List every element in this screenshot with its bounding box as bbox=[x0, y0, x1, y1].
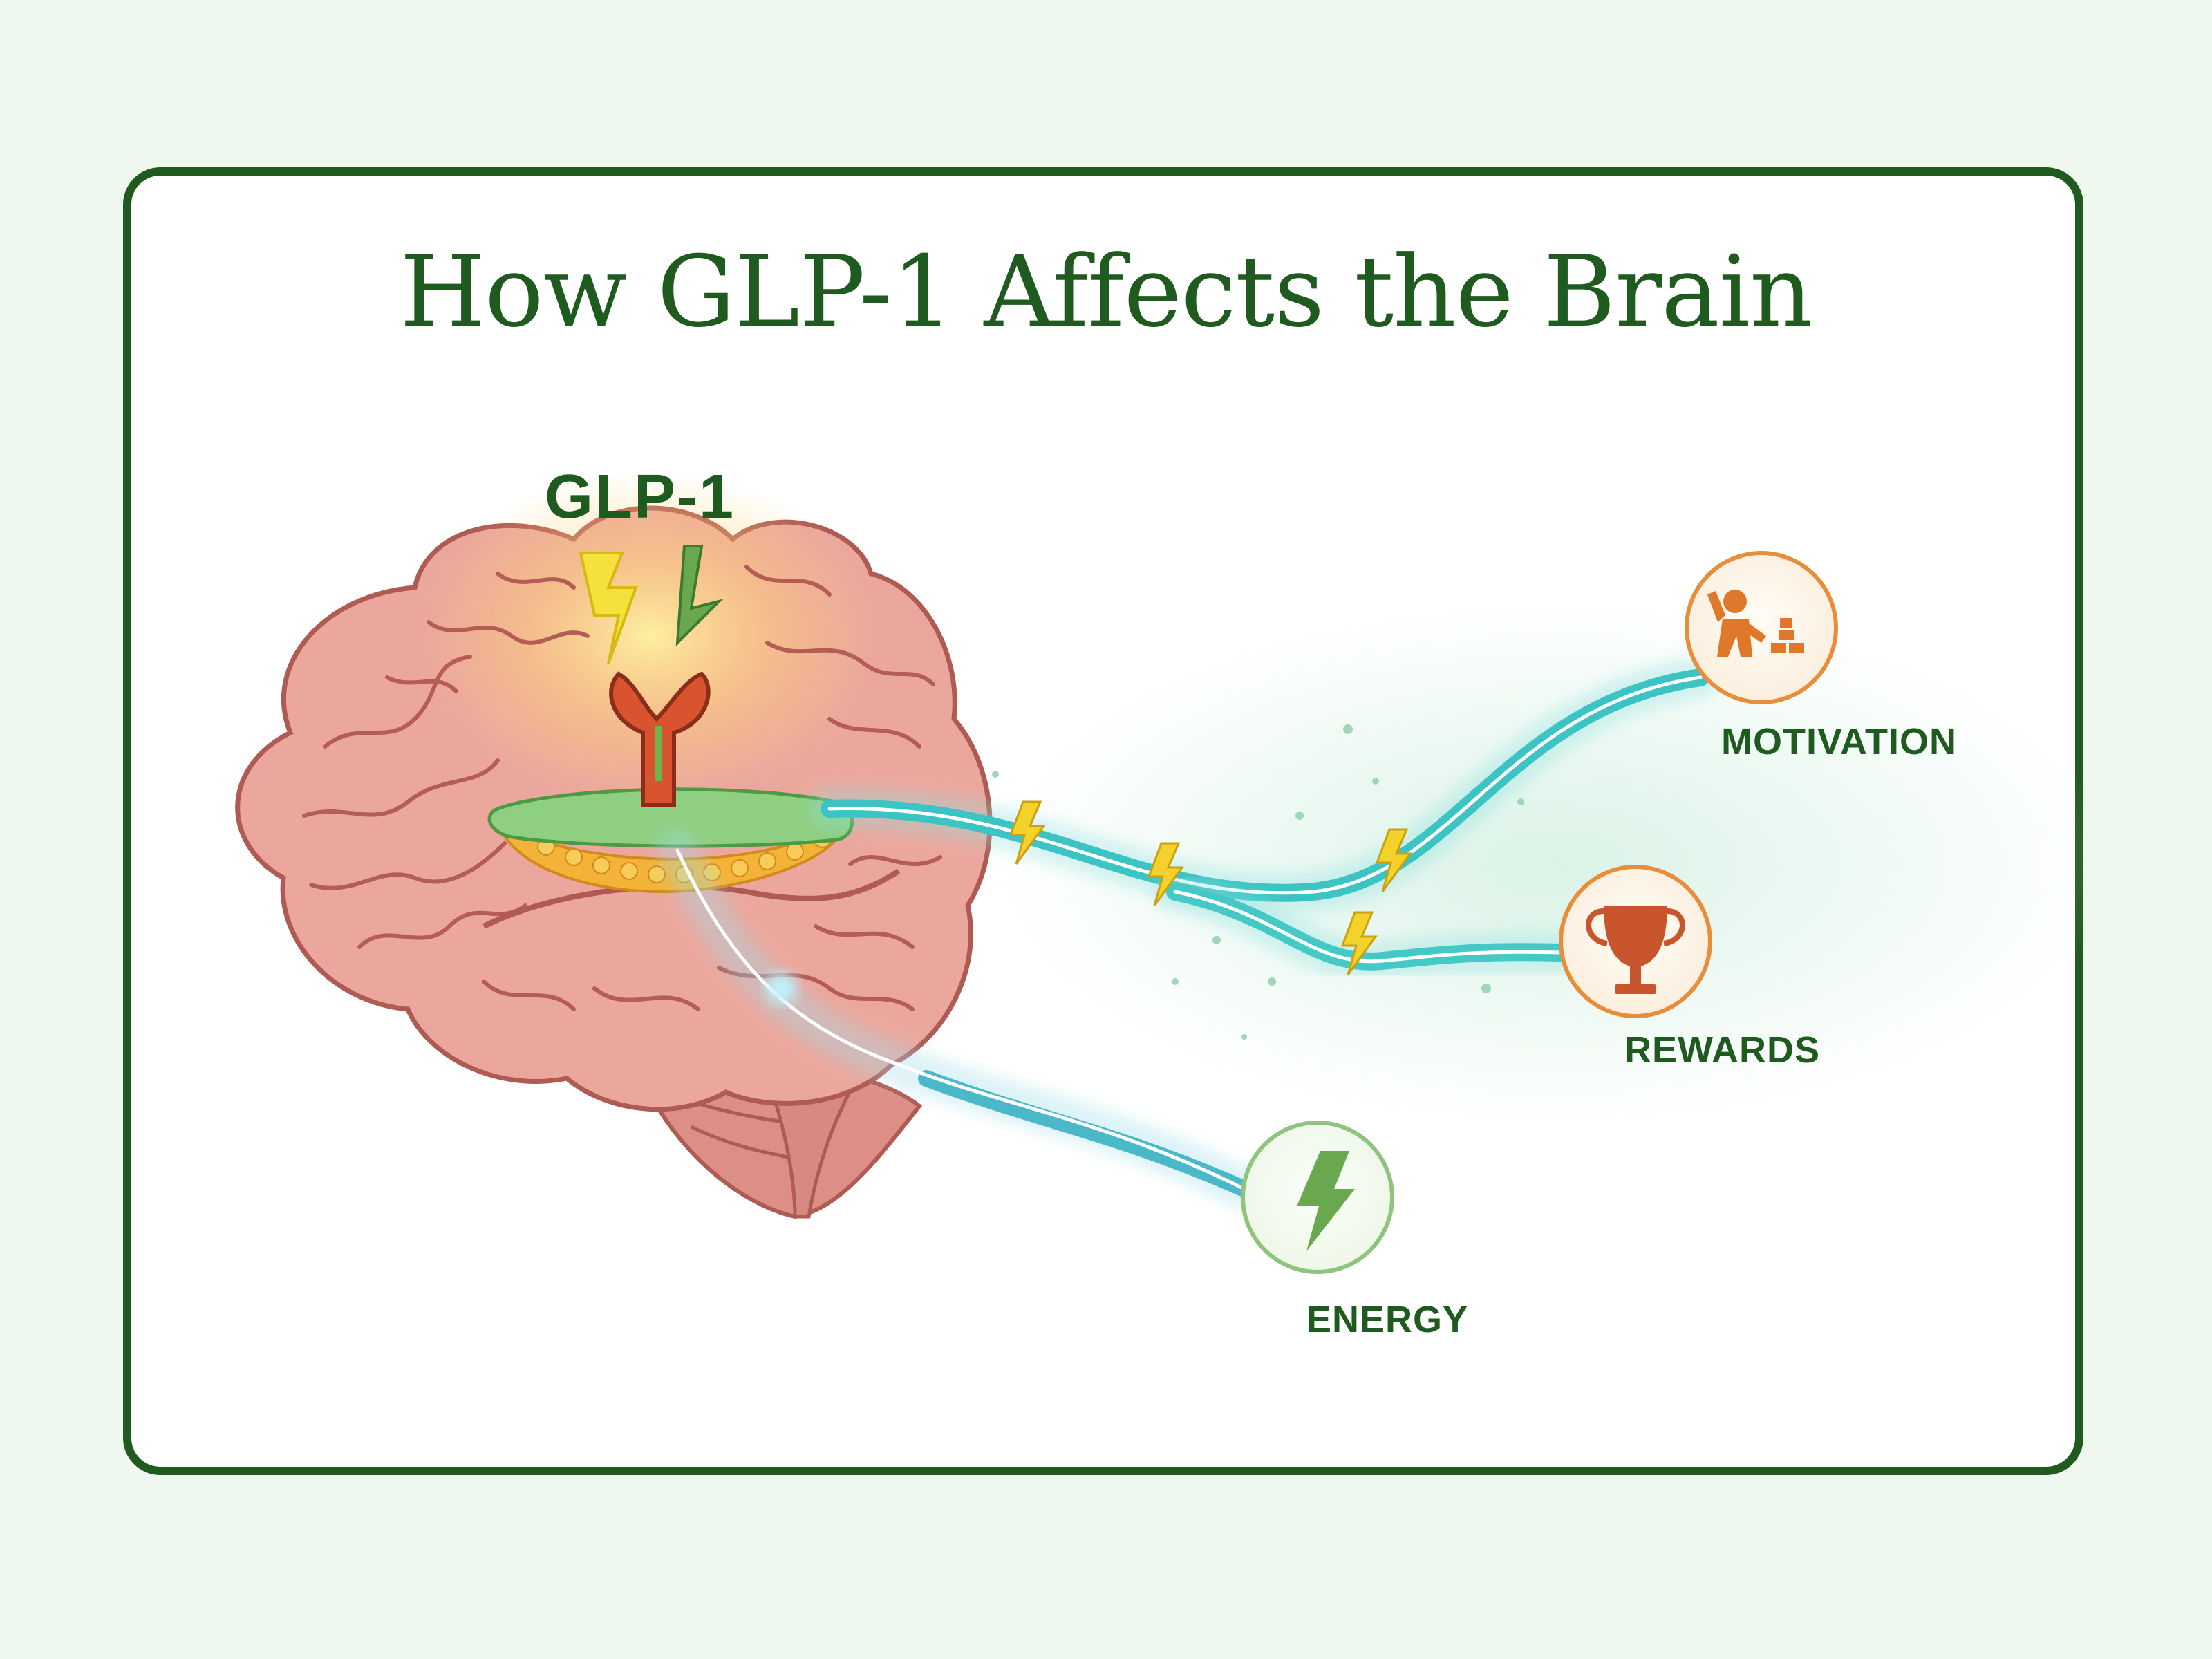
energy-bolt-icon bbox=[1297, 1151, 1355, 1251]
person-stacking-bricks-icon bbox=[1707, 590, 1804, 657]
motivation-node bbox=[1685, 551, 1838, 704]
lightning-bolt-icon bbox=[579, 545, 724, 664]
brain-illustration bbox=[235, 470, 993, 1219]
neural-pathways bbox=[657, 657, 1721, 1210]
trophy-icon bbox=[1586, 906, 1685, 994]
glp-1-label: GLP-1 bbox=[545, 462, 735, 532]
motivation-label: MOTIVATION bbox=[1721, 721, 1957, 762]
energy-node bbox=[1241, 1121, 1394, 1274]
receptor-icon bbox=[609, 671, 711, 807]
rewards-label: REWARDS bbox=[1624, 1029, 1821, 1071]
pathway-bolts bbox=[1009, 800, 1412, 975]
rewards-node bbox=[1559, 865, 1712, 1018]
background-haze bbox=[988, 601, 2122, 1127]
particles bbox=[992, 724, 1524, 1040]
page-title: How GLP-1 Affects the Brain bbox=[400, 235, 1812, 349]
energy-label: ENERGY bbox=[1306, 1299, 1469, 1340]
